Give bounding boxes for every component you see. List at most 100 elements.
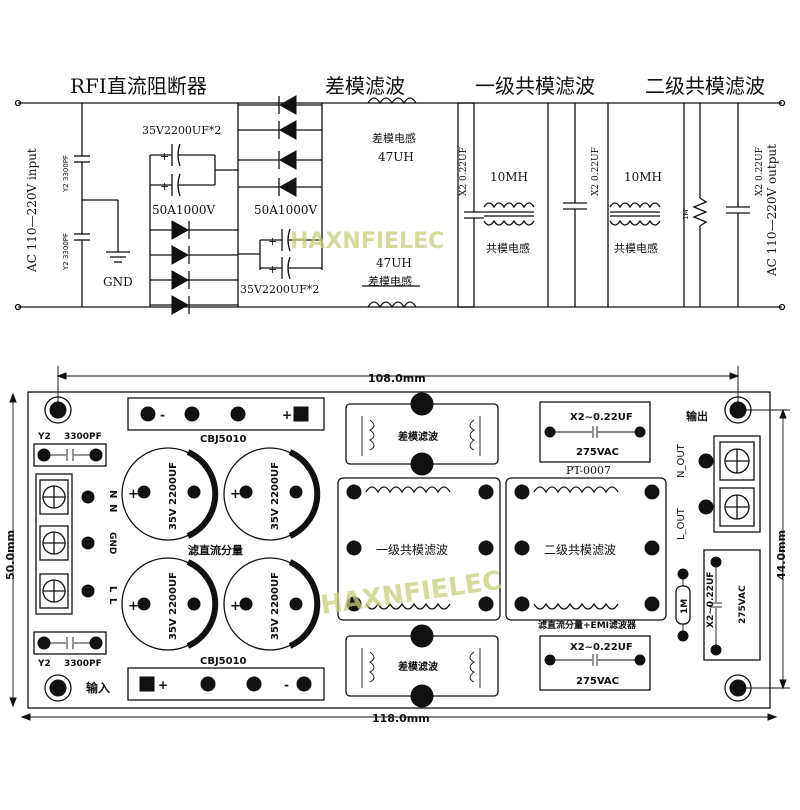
x2-bottom-rating: 275VAC xyxy=(576,676,619,687)
bridge-bottom-label: CBJ5010 xyxy=(200,656,247,667)
cm2-label: 二级共模滤波 xyxy=(544,543,616,557)
mounting-holes xyxy=(44,396,752,702)
cm-stage-2 xyxy=(607,103,750,307)
gnd-label: GND xyxy=(103,275,133,289)
title-cm-filter-1: 一级共模滤波 xyxy=(475,74,595,98)
cm1-label: 一级共模滤波 xyxy=(376,543,448,557)
dm-bottom-label: 差模滤波 xyxy=(398,660,439,673)
input-label: AC 110—220V input xyxy=(25,148,39,273)
bridge-top-label: CBJ5010 xyxy=(200,434,247,445)
title-diff-filter: 差模滤波 xyxy=(325,74,405,98)
svg-text:+: + xyxy=(160,180,169,193)
cap2-label: 35V 2200UF xyxy=(270,462,281,530)
bridge-left-label: 50A1000V xyxy=(152,203,215,217)
svg-text:+: + xyxy=(268,235,277,248)
bridge-bottom-plus: + xyxy=(158,678,168,692)
x2-side-rating: 275VAC xyxy=(738,585,748,624)
dm-inductor-top-label: 差模电感 xyxy=(372,131,416,145)
cm-stage-1 xyxy=(457,102,587,308)
n-out-label: N_OUT xyxy=(676,443,687,478)
svg-text:+: + xyxy=(160,150,169,163)
cap1-label: 35V 2200UF xyxy=(168,462,179,530)
pin-l-1: L xyxy=(107,586,118,593)
dim-width: 108.0mm xyxy=(368,372,426,385)
cap3-label: 35V 2200UF xyxy=(168,572,179,640)
input-terminal-block xyxy=(35,473,95,615)
y2-capacitors xyxy=(74,103,130,307)
x2-bottom-value: X2~0.22UF xyxy=(570,642,633,653)
schematic: RFI直流阻断器 差模滤波 一级共模滤波 二级共模滤波 AC 110—220V … xyxy=(14,74,786,315)
output-label: 输出 xyxy=(686,409,708,423)
dim-height: 50.0mm xyxy=(4,530,17,580)
title-cm-filter-2: 二级共模滤波 xyxy=(645,74,765,98)
left-bridge-branch: + + xyxy=(149,103,239,315)
pin-l-2: L xyxy=(107,598,118,605)
x2-cap-3-label: X2 0.22UF xyxy=(755,147,765,196)
pcb-y2-caps xyxy=(33,443,107,655)
cm-label-1: 共模电感 xyxy=(486,242,530,255)
cap4-plus: + xyxy=(230,599,241,614)
dm-inductors xyxy=(362,97,420,309)
x2-side-footprint xyxy=(703,549,761,661)
electrolytic-caps xyxy=(121,447,321,651)
y2-bottom-label: Y2 3300PF xyxy=(62,233,70,271)
bridge-top-minus: - xyxy=(160,408,165,422)
output-terminal-block xyxy=(698,435,761,533)
x2-bottom-footprint xyxy=(539,635,651,691)
pcb-watermark: HAXNFIELEC xyxy=(319,566,504,621)
resistor-label: 1M xyxy=(680,599,690,614)
dc-filter-label: 滤直流分量 xyxy=(188,543,243,557)
dm-inductor-top-value: 47UH xyxy=(378,150,414,164)
pin-gnd: GND xyxy=(107,532,117,554)
cap-top-label: 35V2200UF*2 xyxy=(142,124,221,137)
svg-text:+: + xyxy=(268,263,277,276)
x2-cap-2-label: X2 0.22UF xyxy=(591,147,601,196)
cap-bottom-label: 35V2200UF*2 xyxy=(240,283,319,296)
title-rfi-blocker: RFI直流阻断器 xyxy=(70,74,207,98)
bridge-bottom-minus: - xyxy=(284,678,289,692)
cap2-plus: + xyxy=(230,487,241,502)
right-bridge-branch: + + xyxy=(238,95,323,280)
dm-top-label: 差模滤波 xyxy=(398,430,439,443)
resistor-label: 1M xyxy=(682,210,690,221)
dimension-lines xyxy=(9,366,790,721)
dim-total-width: 118.0mm xyxy=(372,712,430,725)
x2-top-footprint xyxy=(539,401,651,463)
y2-bottom-value: 3300PF xyxy=(64,659,102,669)
y2-top-value: 3300PF xyxy=(64,432,102,442)
pcb-layout: 108.0mm 118.0mm 50.0mm 44.0mm Y2 3300PF … xyxy=(4,366,790,725)
power-rails xyxy=(14,99,786,311)
cm-value-1: 10MH xyxy=(490,170,528,184)
bridge-right-label: 50A1000V xyxy=(254,203,317,217)
cap4-label: 35V 2200UF xyxy=(270,572,281,640)
resistor-footprint xyxy=(675,568,691,642)
x2-side-value: X2~0.22UF xyxy=(706,572,716,628)
input-label: 输入 xyxy=(86,680,110,695)
x2-top-rating: 275VAC xyxy=(576,447,619,458)
cm-label-2: 共模电感 xyxy=(614,242,658,255)
dm-inductor-footprints xyxy=(345,392,499,708)
dm-inductor-bottom-value: 47UH xyxy=(376,256,412,270)
dim-inner-height: 44.0mm xyxy=(775,530,788,580)
x2-top-value: X2~0.22UF xyxy=(570,412,633,423)
pin-n-1: N xyxy=(107,490,118,498)
schematic-watermark: HAXNFIELEC xyxy=(290,229,444,254)
x2-cap-1-label: X2 0.22UF xyxy=(459,147,469,196)
y2-top-label: Y2 3300PF xyxy=(62,155,70,193)
bridge-footprints xyxy=(127,397,325,701)
dm-inductor-bottom-label: 差模电感 xyxy=(368,274,412,288)
bridge-top-plus: + xyxy=(282,408,292,422)
board-note: 滤直流分量+EMI滤波器 xyxy=(538,619,637,631)
cm-value-2: 10MH xyxy=(624,170,662,184)
y2-top-name: Y2 xyxy=(37,432,51,442)
cm-choke-footprints xyxy=(337,477,667,621)
pcb-outline xyxy=(27,391,771,709)
l-out-label: L_OUT xyxy=(676,507,687,540)
pin-n-2: N xyxy=(107,504,118,512)
cap3-plus: + xyxy=(128,599,139,614)
output-label: AC 110—220V output xyxy=(765,144,779,277)
model-label: PT-0007 xyxy=(566,464,611,477)
y2-bottom-name: Y2 xyxy=(37,659,51,669)
